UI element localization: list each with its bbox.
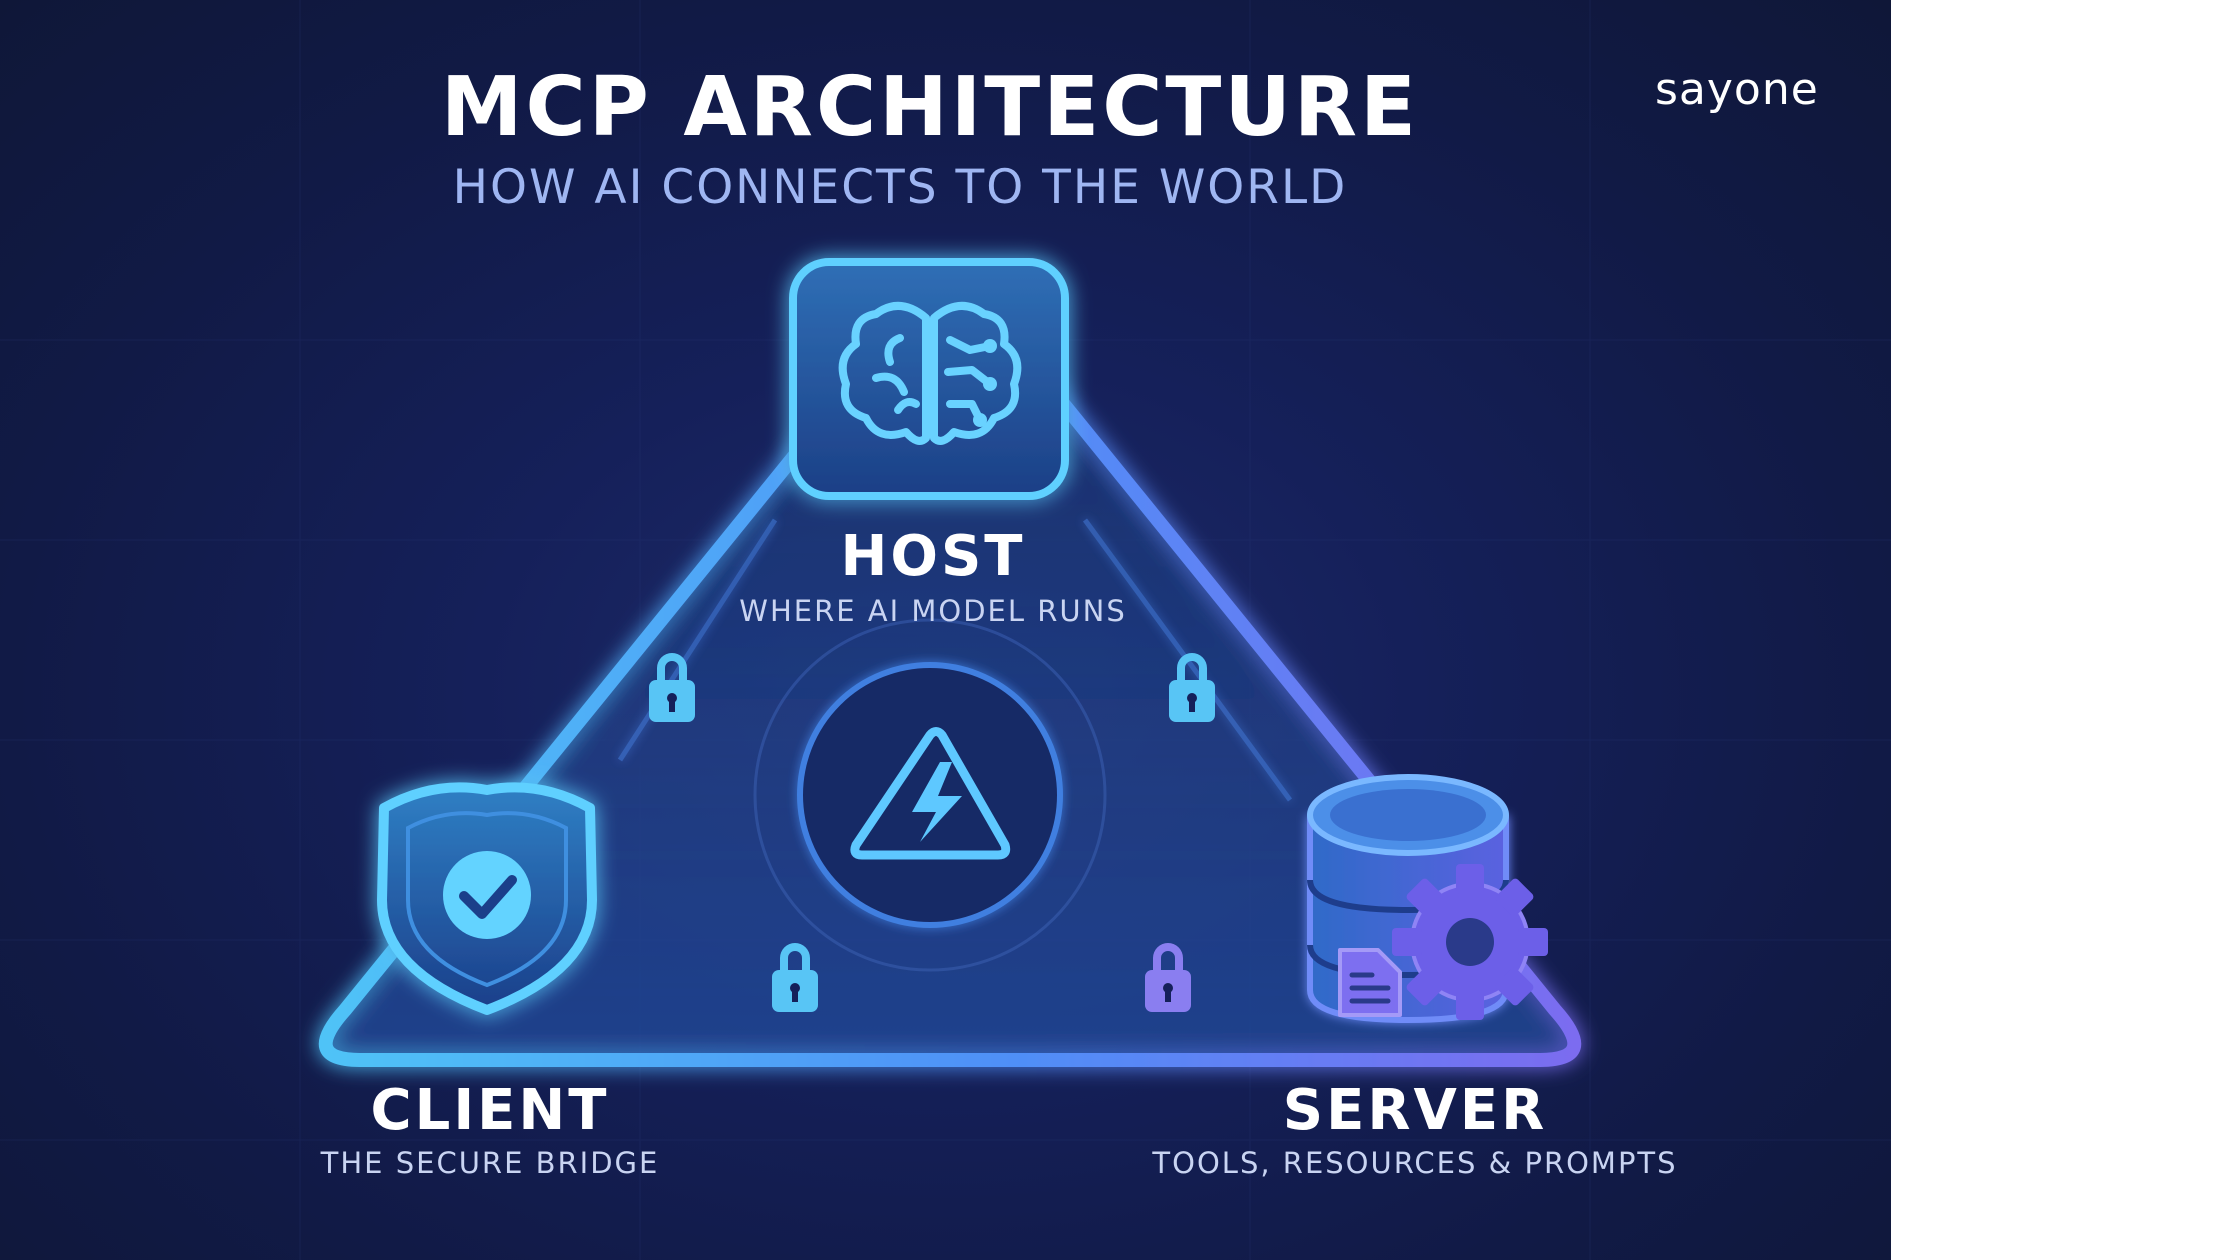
padlock-icon — [1145, 943, 1191, 1012]
server-subtitle: TOOLS, RESOURCES & PROMPTS — [1152, 1146, 1678, 1180]
server-title: SERVER — [1282, 1078, 1548, 1143]
host-subtitle: WHERE AI MODEL RUNS — [739, 594, 1127, 628]
client-subtitle: THE SECURE BRIDGE — [320, 1146, 660, 1180]
lightning-warning-icon — [753, 618, 1107, 972]
shield-check-icon — [377, 782, 597, 1015]
brain-icon — [789, 258, 1069, 500]
diagram-panel: MCP ARCHITECTURE HOW AI CONNECTS TO THE … — [0, 0, 1891, 1260]
padlock-icon — [772, 943, 818, 1012]
inner-line-left — [617, 518, 778, 762]
padlock-icon — [1169, 653, 1215, 722]
architecture-diagram — [318, 258, 1582, 1067]
padlock-icon — [649, 653, 695, 722]
brand-logo: sayone — [1655, 64, 1819, 115]
page-title: MCP ARCHITECTURE — [440, 60, 1420, 155]
background-grid — [0, 0, 1891, 1260]
database-gear-icon — [1307, 774, 1548, 1024]
client-title: CLIENT — [370, 1078, 610, 1143]
page-subtitle: HOW AI CONNECTS TO THE WORLD — [452, 160, 1348, 215]
host-title: HOST — [840, 524, 1026, 589]
